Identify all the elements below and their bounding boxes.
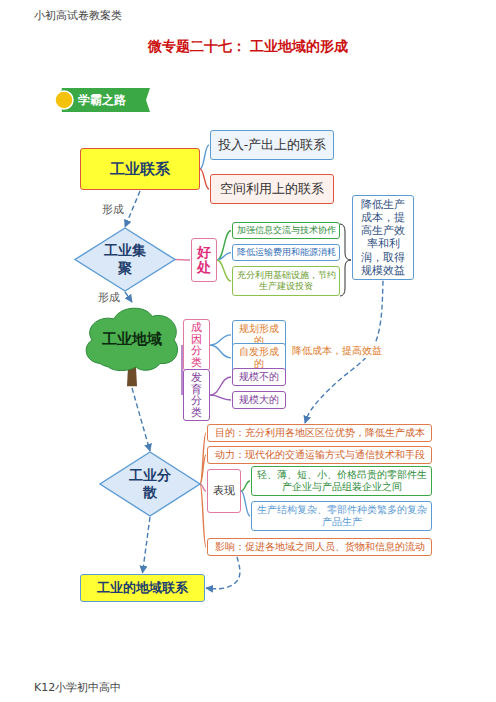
- branch-box: 投入-产出上的联系: [210, 130, 334, 160]
- category-box: 发育分类: [183, 369, 210, 421]
- branch-line: [210, 395, 231, 400]
- category-box: 成因分类: [183, 319, 210, 371]
- decision-diamond: 工业分散: [100, 452, 200, 516]
- leaf-box: 降低运输费用和能源消耗: [232, 244, 340, 261]
- diamond-fill: [75, 228, 175, 291]
- leaf-box: 轻、薄、短、小、价格昂贵的零部件生产企业与产品组装企业之间: [251, 466, 432, 496]
- node-text: 表现: [213, 484, 235, 498]
- category-box: 表现: [207, 469, 241, 513]
- branch-line: [200, 484, 206, 547]
- edge-label: 形成: [97, 290, 121, 305]
- branch-line: [210, 377, 231, 395]
- node-text: 规模不的: [239, 371, 279, 383]
- node-text: 降低运输费用和能源消耗: [237, 247, 336, 258]
- edge-label: 形成: [101, 202, 125, 217]
- branch-line: [217, 253, 231, 260]
- node-text: 好处: [197, 245, 211, 276]
- flow-arrow: [206, 557, 240, 589]
- leaf-box: 目的：充分利用各地区区位优势，降低生产成本: [207, 424, 432, 442]
- node-text: 成因分类: [186, 322, 207, 368]
- node-text: 加强信息交流与技术协作: [237, 225, 336, 236]
- brace: [340, 224, 351, 296]
- node-text: 投入-产出上的联系: [218, 137, 327, 153]
- flow-arrow: [125, 292, 132, 302]
- node-text: 自发形成的: [236, 346, 282, 370]
- flow-arrow: [125, 191, 140, 227]
- tree-node: 工业地域: [82, 303, 182, 387]
- summary-box: 降低生产成本，提高生产效率和利润，取得规模效益: [352, 195, 414, 280]
- branch-line: [200, 433, 206, 484]
- leaf-box: 生产结构复杂、零部件种类繁多的复杂产品生产: [251, 501, 432, 531]
- node-text: 充分利用基础设施，节约生产建设投资: [236, 270, 336, 293]
- branch-line: [217, 260, 231, 281]
- leaf-box: 规模不的: [232, 368, 286, 386]
- branch-line: [200, 455, 206, 484]
- branch-line: [200, 169, 209, 189]
- branch-line: [241, 491, 250, 516]
- leaf-box: 加强信息交流与技术协作: [232, 222, 340, 239]
- branch-line: [210, 345, 231, 358]
- node-text: 轻、薄、短、小、价格昂贵的零部件生产企业与产品组装企业之间: [255, 469, 428, 493]
- flow-arrow: [143, 517, 151, 573]
- badge-text: 学霸之路: [78, 92, 126, 109]
- decision-diamond: 工业集聚: [75, 228, 175, 291]
- branch-box: 空间利用上的联系: [210, 174, 334, 204]
- title: 微专题二十七： 工业地域的形成: [0, 38, 496, 56]
- node-text: 工业分散: [124, 467, 176, 502]
- leaf-box: 动力：现代化的交通运输方式与通信技术和手段: [207, 446, 432, 464]
- branch-line: [217, 231, 231, 260]
- node-text: 工业的地域联系: [97, 580, 188, 596]
- badge-icon: [55, 91, 73, 109]
- note-text: 降低成本，提高效益: [292, 344, 382, 358]
- branch-line: [241, 481, 250, 491]
- node-text: 影响：促进各地域之间人员、货物和信息的流动: [215, 541, 425, 553]
- header-text: 小初高试卷教案类: [34, 8, 122, 23]
- node-text: 空间利用上的联系: [220, 181, 324, 197]
- diamond-fill: [100, 452, 200, 516]
- leaf-box: 影响：促进各地域之间人员、货物和信息的流动: [207, 538, 432, 556]
- footer-text: K12小学初中高中: [34, 680, 121, 695]
- flow-arrow: [132, 388, 150, 451]
- leaf-box: 充分利用基础设施，节约生产建设投资: [232, 266, 340, 296]
- category-box: 好处: [191, 238, 217, 282]
- topic-box: 工业联系: [80, 148, 200, 190]
- node-text: 动力：现代化的交通运输方式与通信技术和手段: [215, 449, 425, 461]
- node-text: 规模大的: [239, 394, 279, 406]
- branch-line: [200, 145, 209, 169]
- node-text: 生产结构复杂、零部件种类繁多的复杂产品生产: [255, 504, 428, 528]
- branch-line: [175, 259, 190, 261]
- tree-crown: [86, 308, 177, 370]
- node-text: 降低生产成本，提高生产效率和利润，取得规模效益: [356, 198, 410, 277]
- node-text: 工业联系: [110, 160, 170, 179]
- node-text: 发育分类: [186, 372, 207, 418]
- node-text: 工业地域: [102, 330, 162, 349]
- node-text: 目的：充分利用各地区区位优势，降低生产成本: [215, 427, 425, 439]
- node-text: 工业集聚: [99, 242, 151, 277]
- topic-box: 工业的地域联系: [80, 574, 205, 602]
- leaf-box: 规模大的: [232, 391, 286, 409]
- branch-line: [210, 335, 231, 345]
